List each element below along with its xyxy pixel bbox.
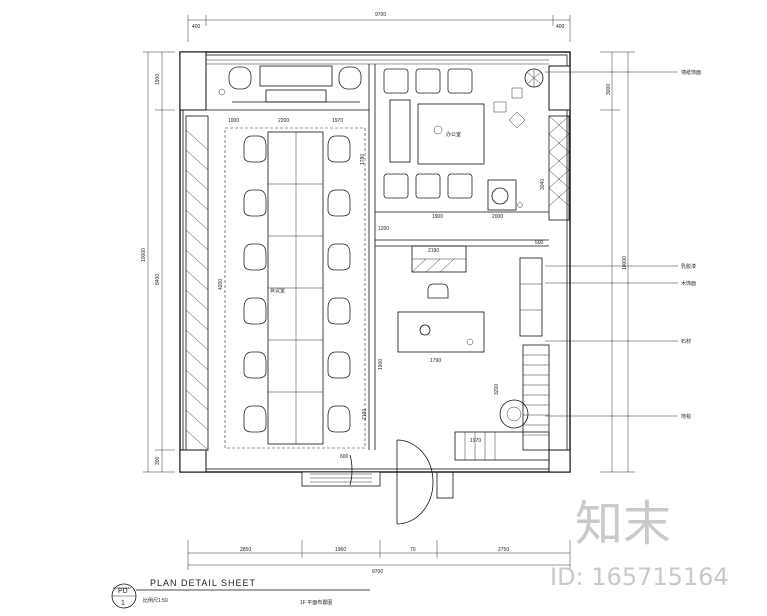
badge-number: 1 <box>121 600 125 607</box>
watermark: 知末 ID: 165715164 <box>550 496 729 591</box>
room-label-meeting: 会议室 <box>270 287 285 294</box>
left-wall-panels <box>185 115 209 451</box>
staircase <box>454 344 550 461</box>
dim-interior-1: 1790 <box>430 358 441 364</box>
dim-interior-14: 2160 <box>362 409 368 420</box>
callout-0: 墙纸饰面 <box>681 69 701 76</box>
bottom-dimension-chain: 2850 1960 70 2750 9700 <box>187 540 571 575</box>
dim-interior-15: 600 <box>340 454 349 460</box>
watermark-id: ID: 165715164 <box>550 563 729 591</box>
dim-interior-13: 3040 <box>540 179 546 190</box>
dim-interior-11: 1900 <box>378 359 384 370</box>
right-wall-cabinets <box>519 115 570 337</box>
badge-top: PD <box>118 588 128 595</box>
dim-left-lower: 300 <box>155 456 161 465</box>
dim-top-total: 9700 <box>375 12 386 18</box>
dim-interior-3: 1970 <box>332 118 343 124</box>
sheet-title: PLAN DETAIL SHEET <box>150 578 256 588</box>
top-dimension-chain: 9700 400 400 <box>187 12 571 42</box>
watermark-brand: 知末 <box>575 496 671 552</box>
dim-bottom-seg-3: 70 <box>410 547 416 553</box>
room-label-reception: 办公室 <box>446 131 461 138</box>
badge-sub: PLAN SHEET <box>113 586 132 590</box>
callout-2: 木饰面 <box>681 280 696 287</box>
dim-interior-5: 1900 <box>432 214 443 220</box>
title-block: PD PLAN SHEET 1 PLAN DETAIL SHEET 比例尺1:5… <box>111 578 370 609</box>
floor-label: 1F 平面布置图 <box>300 599 332 606</box>
dim-left-upper: 1900 <box>155 74 161 85</box>
dim-right-upper: 3000 <box>606 84 612 95</box>
dim-interior-8: 1780 <box>360 154 366 165</box>
dim-interior-2: 2200 <box>278 118 289 124</box>
meeting-table-group <box>224 127 366 449</box>
callout-4: 地毯 <box>681 413 691 420</box>
dim-right-total: 10000 <box>622 256 628 270</box>
dim-bottom-seg-2: 1960 <box>335 547 346 553</box>
material-callouts: 墙纸饰面 乳胶漆 木饰面 石材 地毯 <box>545 69 701 420</box>
interior-dimensions: 1000 2200 1970 4200 1900 2000 2190 1780 … <box>218 118 546 460</box>
dim-interior-0: 1000 <box>228 118 239 124</box>
dim-interior-12: 1970 <box>470 438 481 444</box>
dim-bottom-seg-4: 2750 <box>498 547 509 553</box>
dim-interior-6: 2000 <box>492 214 503 220</box>
dim-interior-10: 500 <box>535 240 544 246</box>
office-workstation: 1790 <box>397 245 485 364</box>
callout-1: 乳胶漆 <box>681 263 696 270</box>
sheet-scale: 比例尺1:50 <box>143 597 168 604</box>
dim-top-right: 400 <box>556 24 565 30</box>
dim-interior-4: 4200 <box>218 279 224 290</box>
left-dimension-chain: 10000 1900 8400 300 <box>141 51 175 473</box>
entrance <box>301 439 454 525</box>
dim-left-middle: 8400 <box>155 274 161 285</box>
dim-interior-7: 2190 <box>428 248 439 254</box>
dim-left-total: 10000 <box>141 248 147 262</box>
dim-interior-9: 3200 <box>494 384 500 395</box>
office-lounge: 办公室 <box>383 68 544 211</box>
lounge-seating <box>218 65 362 103</box>
callout-3: 石材 <box>681 338 691 345</box>
dim-bottom-total: 9700 <box>372 569 383 575</box>
dim-interior-16: 1200 <box>378 226 389 232</box>
dim-bottom-seg-1: 2850 <box>240 547 251 553</box>
dim-top-left: 400 <box>192 24 201 30</box>
right-dimension-chain: 3000 10000 <box>600 51 635 473</box>
